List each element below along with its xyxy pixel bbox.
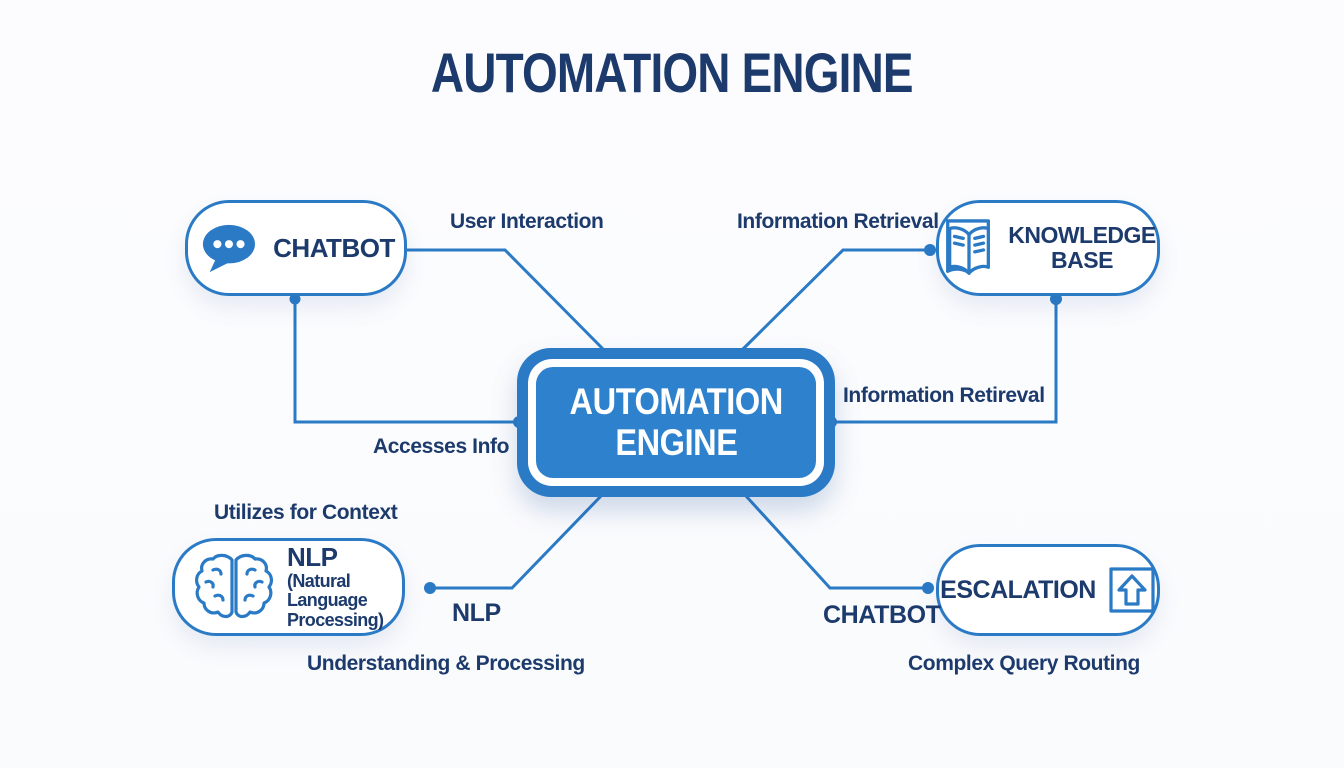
nlp-subtitle-line1: (Natural Language <box>287 570 368 611</box>
page-title: AUTOMATION ENGINE <box>431 41 914 104</box>
connector-dot <box>924 244 936 256</box>
engine-core: AUTOMATION ENGINE <box>536 367 816 478</box>
connector-dot <box>424 582 436 594</box>
edge-label-utilizes-for-context: Utilizes for Context <box>214 501 398 524</box>
speech-bubble-icon <box>203 224 256 273</box>
node-nlp: NLP (Natural Language Processing) <box>172 538 405 636</box>
node-chatbot-label: CHATBOT <box>273 232 395 263</box>
edge-label-accesses-info: Accesses Info <box>373 435 510 458</box>
node-knowledge-base-label: KNOWLEDGE BASE <box>1008 222 1156 273</box>
edge-label-nlp: NLP <box>452 599 501 627</box>
brain-icon <box>195 553 273 619</box>
edge-label-understanding-processing: Understanding & Processing <box>307 652 585 675</box>
nlp-title: NLP <box>287 542 338 572</box>
edge-chatbot-to-engine-left <box>293 299 517 424</box>
engine-white-ring: AUTOMATION ENGINE <box>528 359 824 486</box>
node-automation-engine: AUTOMATION ENGINE <box>517 348 835 497</box>
node-knowledge-base: KNOWLEDGE BASE <box>936 200 1160 296</box>
nlp-subtitle-line2: Processing) <box>287 610 384 631</box>
edge-engine-to-escalation <box>744 494 930 590</box>
edge-label-information-retrieval-right: Information Retireval <box>843 384 1045 407</box>
edge-label-information-retrieval-top: Information Retrieval <box>737 210 939 233</box>
connector-dot <box>922 582 934 594</box>
open-book-icon <box>946 219 991 275</box>
edge-label-chatbot: CHATBOT <box>823 601 941 629</box>
node-escalation: ESCALATION <box>936 544 1160 636</box>
node-nlp-label: NLP (Natural Language Processing) <box>287 543 402 631</box>
edge-label-user-interaction: User Interaction <box>450 210 604 233</box>
edge-label-complex-query-routing: Complex Query Routing <box>908 652 1140 675</box>
edge-chatbot-to-engine <box>407 248 606 352</box>
escalation-up-arrow-icon <box>1109 567 1155 613</box>
edge-engine-to-nlp <box>428 494 603 590</box>
engine-label-line1: AUTOMATION <box>569 380 783 422</box>
engine-label-line2: ENGINE <box>614 421 738 463</box>
node-escalation-label: ESCALATION <box>940 575 1096 604</box>
edge-engine-to-knowledgebase-top <box>740 248 934 352</box>
node-chatbot: CHATBOT <box>185 200 407 296</box>
